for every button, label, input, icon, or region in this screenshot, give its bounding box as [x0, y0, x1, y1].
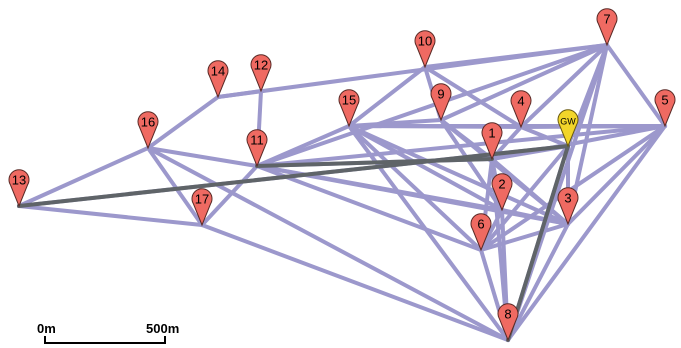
node-17-marker-icon	[191, 188, 213, 227]
node-13-label: 13	[12, 173, 26, 188]
link-1-3	[490, 157, 570, 226]
node-9-label: 9	[437, 87, 444, 102]
node-13-marker-icon	[8, 169, 30, 208]
link-16-11	[146, 146, 259, 168]
node-17[interactable]: 17	[191, 188, 213, 227]
scale-bar-end-label: 500m	[146, 321, 179, 336]
link-9-7	[439, 43, 609, 122]
node-5[interactable]: 5	[654, 89, 676, 128]
link-11-6	[255, 164, 483, 252]
node-4-label: 4	[517, 94, 524, 109]
link-15-3	[347, 124, 570, 226]
node-13[interactable]: 13	[8, 169, 30, 208]
node-7[interactable]: 7	[596, 8, 618, 47]
node-4-marker-icon	[510, 90, 532, 129]
node-16-label: 16	[141, 115, 155, 130]
node-14[interactable]: 14	[207, 60, 229, 99]
link-11-7	[255, 43, 609, 168]
link-4-GW	[519, 125, 570, 148]
node-8-marker-icon	[497, 303, 519, 342]
link-11-17	[200, 164, 259, 227]
node-1[interactable]: 1	[481, 122, 503, 161]
node-5-marker-icon	[654, 89, 676, 128]
node-6-marker-icon	[470, 213, 492, 252]
scale-bar: 0m 500m	[37, 321, 179, 344]
link-3-8	[506, 222, 570, 342]
node-11[interactable]: 11	[246, 129, 268, 168]
node-16-marker-icon	[137, 111, 159, 150]
node-8-label: 8	[504, 307, 511, 322]
node-15-marker-icon	[338, 89, 360, 128]
link-16-8	[146, 146, 510, 342]
link-5-3	[566, 124, 667, 226]
node-7-marker-icon	[596, 8, 618, 47]
link-9-2	[439, 118, 504, 212]
node-4[interactable]: 4	[510, 90, 532, 129]
node-10-label: 10	[418, 34, 432, 49]
node-11-label: 11	[250, 133, 264, 148]
link-6-3	[479, 222, 570, 252]
link-10-7	[423, 43, 609, 69]
strong-link-GW-8	[506, 144, 570, 342]
link-2-3	[500, 208, 570, 226]
node-12[interactable]: 12	[250, 54, 272, 93]
link-5-8	[506, 124, 667, 342]
node-2-label: 2	[498, 177, 505, 192]
link-15-10	[347, 65, 427, 128]
link-7-5	[605, 43, 667, 128]
gateway-node-label: GW	[560, 117, 576, 127]
node-12-marker-icon	[250, 54, 272, 93]
scale-bar-start-label: 0m	[37, 321, 56, 336]
node-17-label: 17	[195, 192, 209, 207]
node-9[interactable]: 9	[430, 83, 452, 122]
gateway-node[interactable]: GW	[557, 109, 579, 148]
strong-link-13-GW	[17, 144, 570, 208]
node-10[interactable]: 10	[414, 30, 436, 69]
node-2[interactable]: 2	[491, 173, 513, 212]
node-12-label: 12	[254, 58, 268, 73]
node-7-label: 7	[603, 12, 610, 27]
strong-link-11-1	[255, 157, 494, 168]
node-14-marker-icon	[207, 60, 229, 99]
node-10-marker-icon	[414, 30, 436, 69]
node-3[interactable]: 3	[557, 187, 579, 226]
link-4-7	[519, 43, 609, 129]
strong-link-lines	[17, 144, 570, 342]
node-14-label: 14	[211, 64, 225, 79]
node-6-label: 6	[477, 217, 484, 232]
link-4-5	[519, 124, 667, 129]
node-3-label: 3	[564, 191, 571, 206]
node-6[interactable]: 6	[470, 213, 492, 252]
link-5-6	[479, 124, 667, 252]
link-16-17	[146, 146, 204, 227]
node-8[interactable]: 8	[497, 303, 519, 342]
link-2-6	[479, 208, 504, 252]
node-16[interactable]: 16	[137, 111, 159, 150]
gateway-node-marker-icon	[557, 109, 579, 148]
node-2-marker-icon	[491, 173, 513, 212]
node-1-marker-icon	[481, 122, 503, 161]
link-15-2	[347, 124, 504, 212]
link-13-16	[17, 146, 150, 208]
link-GW-6	[479, 144, 570, 252]
node-9-marker-icon	[430, 83, 452, 122]
node-1-label: 1	[488, 126, 495, 141]
link-15-6	[347, 124, 483, 252]
node-15[interactable]: 15	[338, 89, 360, 128]
node-11-marker-icon	[246, 129, 268, 168]
link-10-4	[423, 65, 523, 129]
node-3-marker-icon	[557, 187, 579, 226]
link-13-17	[17, 204, 204, 227]
node-5-label: 5	[661, 93, 668, 108]
link-17-8	[200, 223, 510, 342]
link-16-14	[146, 95, 220, 150]
node-15-label: 15	[342, 93, 356, 108]
